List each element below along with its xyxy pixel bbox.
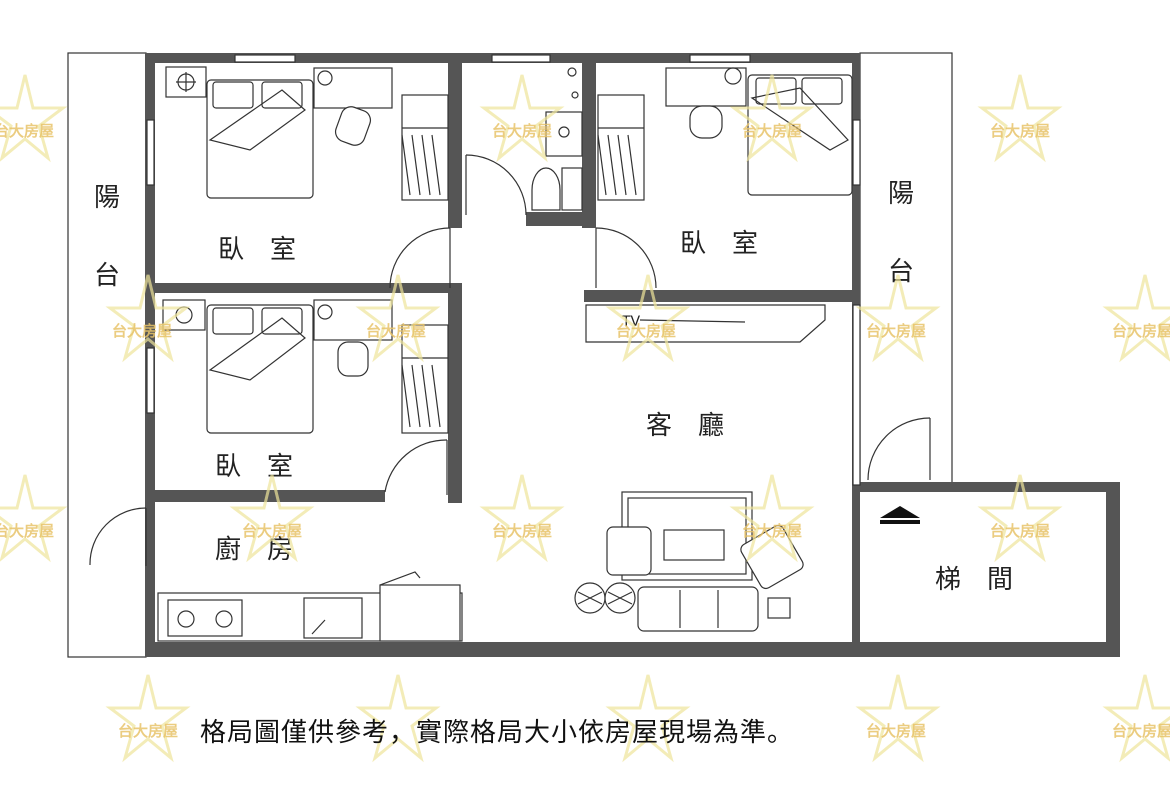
nightstand-lamp-icon bbox=[165, 66, 207, 98]
bedroom-top-left-label: 臥 室 bbox=[218, 235, 296, 265]
desk-top-right bbox=[665, 67, 747, 139]
sofa-set bbox=[574, 491, 804, 632]
bathroom-fixtures bbox=[531, 67, 583, 211]
watermark-star-icon bbox=[977, 74, 1063, 163]
watermark-star-icon bbox=[1102, 274, 1170, 363]
watermark-star-icon bbox=[977, 474, 1063, 563]
watermark: 台大房屋 bbox=[118, 722, 178, 740]
watermark-star-icon bbox=[855, 274, 941, 363]
watermark: 台大房屋 bbox=[112, 322, 172, 340]
kitchen-counter bbox=[157, 571, 463, 642]
watermark: 台大房屋 bbox=[366, 322, 426, 340]
watermark: 台大房屋 bbox=[990, 122, 1050, 140]
watermark: 台大房屋 bbox=[1112, 722, 1170, 740]
watermark: 台大房屋 bbox=[866, 322, 926, 340]
watermark-star-icon bbox=[855, 674, 941, 763]
wardrobe-mid-left bbox=[401, 324, 449, 434]
bedroom-top-right-label: 臥 室 bbox=[680, 229, 758, 259]
watermark: 台大房屋 bbox=[492, 522, 552, 540]
watermark-star-icon bbox=[729, 474, 815, 563]
watermark: 台大房屋 bbox=[616, 322, 676, 340]
left-balcony-label-2: 台 bbox=[94, 261, 120, 291]
stairwell-label: 梯 間 bbox=[935, 565, 1013, 595]
left-balcony-outline bbox=[67, 52, 147, 658]
bed-mid-left bbox=[206, 304, 314, 434]
living-room-label: 客 廳 bbox=[646, 411, 724, 441]
watermark: 台大房屋 bbox=[242, 522, 302, 540]
watermark-star-icon bbox=[0, 474, 68, 563]
watermark: 台大房屋 bbox=[742, 522, 802, 540]
watermark: 台大房屋 bbox=[1112, 322, 1170, 340]
watermark-star-icon bbox=[0, 74, 68, 163]
walls bbox=[145, 53, 1120, 657]
watermarks: 台大房屋 台大房屋 台大房屋 台大房屋 台大房屋 台大房屋 台大房屋 台大房屋 … bbox=[0, 74, 1170, 763]
watermark-star-icon bbox=[229, 474, 315, 563]
watermark-star-icon bbox=[479, 74, 565, 163]
nightstand-mid-left bbox=[162, 299, 206, 331]
watermark-star-icon bbox=[729, 74, 815, 163]
bedroom-mid-left-label: 臥 室 bbox=[215, 452, 293, 482]
watermark-star-icon bbox=[605, 674, 691, 763]
windows bbox=[146, 54, 861, 486]
left-balcony-label-1: 陽 bbox=[94, 183, 120, 213]
bed-top-left bbox=[206, 79, 314, 199]
disclaimer-text: 格局圖僅供參考，實際格局大小依房屋現場為準。 bbox=[200, 718, 795, 748]
watermark-star-icon bbox=[355, 674, 441, 763]
wardrobe-top-right bbox=[597, 94, 645, 201]
watermark: 台大房屋 bbox=[866, 722, 926, 740]
watermark-star-icon bbox=[605, 274, 691, 363]
tv-cabinet: TV bbox=[585, 304, 826, 343]
watermark: 台大房屋 bbox=[0, 522, 54, 540]
right-balcony-label-1: 陽 bbox=[888, 179, 914, 209]
watermark-star-icon bbox=[105, 674, 191, 763]
watermark: 台大房屋 bbox=[0, 122, 54, 140]
watermark-star-icon bbox=[355, 274, 441, 363]
desk-top-left bbox=[313, 67, 393, 146]
desk-mid-left bbox=[313, 299, 393, 377]
watermark: 台大房屋 bbox=[492, 122, 552, 140]
watermark: 台大房屋 bbox=[742, 122, 802, 140]
wardrobe-top-left bbox=[401, 94, 449, 201]
doors bbox=[89, 154, 931, 566]
watermark-star-icon bbox=[1102, 674, 1170, 763]
watermark-star-icon bbox=[105, 274, 191, 363]
watermark: 台大房屋 bbox=[990, 522, 1050, 540]
stair-up-arrow-icon bbox=[880, 506, 920, 524]
watermark-star-icon bbox=[479, 474, 565, 563]
